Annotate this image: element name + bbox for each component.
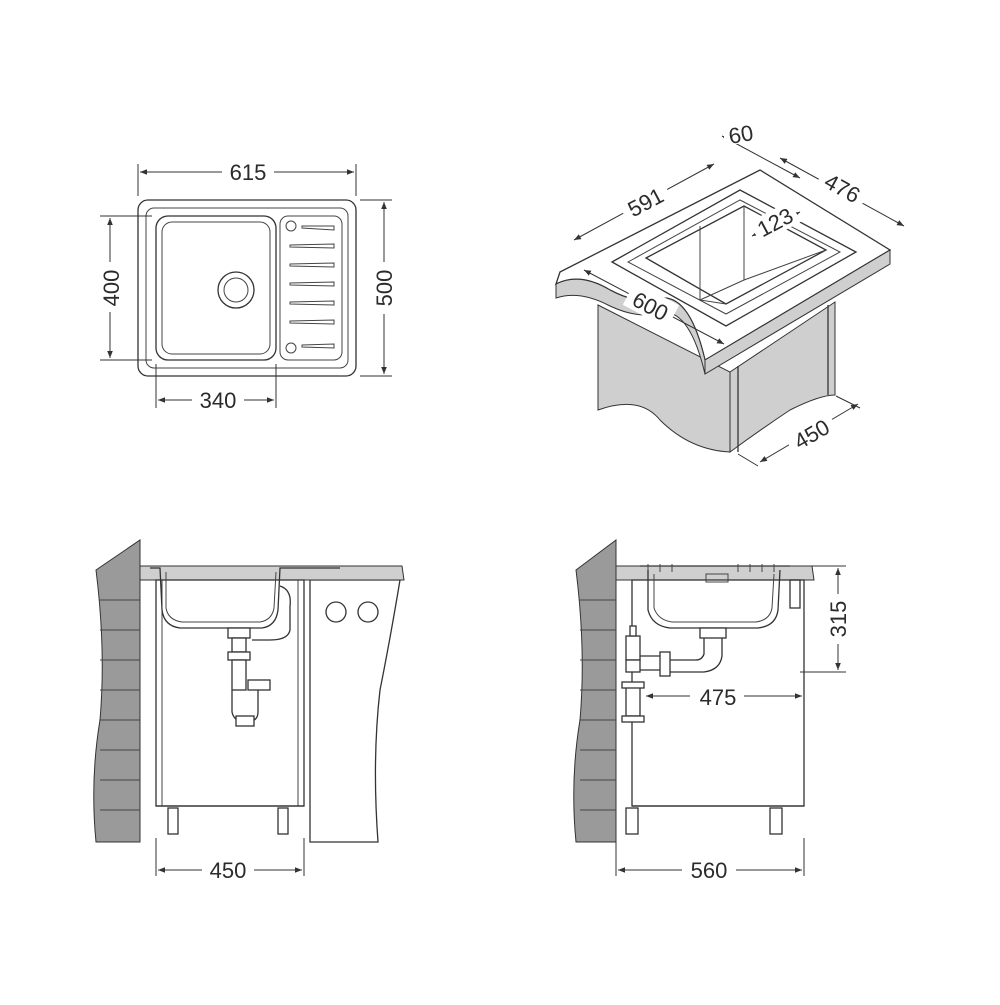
dim-450-front-label: 450	[210, 858, 247, 883]
drain-inner-icon	[223, 277, 249, 303]
isometric-view: 60 476 591 123 600 450	[554, 118, 905, 467]
dim-475-label: 475	[700, 685, 737, 710]
dim-340-label: 340	[200, 388, 237, 413]
leg-right	[277, 807, 289, 835]
socket-icon-2	[357, 601, 379, 623]
front-section-view: 450	[93, 539, 405, 883]
bowl-outline	[155, 215, 277, 361]
dim-615-label: 615	[230, 160, 267, 185]
countertop-side-edge	[704, 249, 891, 375]
dim-400-label: 400	[99, 270, 124, 307]
bowl-section	[150, 567, 340, 629]
wall-left	[93, 539, 141, 843]
overflow-hole-icon	[285, 342, 297, 354]
side-panel	[309, 579, 401, 843]
socket-icon	[325, 601, 347, 623]
drain-icon	[217, 271, 255, 309]
drainboard-grooves	[289, 225, 335, 349]
dim-315-label: 315	[826, 601, 851, 638]
siphon-trap	[227, 627, 271, 727]
top-view: 615 400 500 340	[99, 158, 397, 413]
countertop-side	[615, 565, 815, 581]
sink-rim-grid	[640, 564, 790, 572]
dim-60-label: 60	[727, 120, 755, 149]
tap-hole-icon	[285, 220, 297, 232]
overflow-hose	[252, 585, 291, 641]
sink-outline	[137, 199, 357, 377]
cabinet-front	[155, 579, 305, 807]
side-section-view: 315 475 560	[573, 539, 851, 883]
drainboard	[279, 215, 343, 361]
countertop-front	[139, 565, 405, 581]
sink-inner-rim	[145, 207, 349, 369]
wall-right-view	[573, 539, 617, 843]
leg-left	[167, 807, 179, 835]
leg-back	[625, 807, 639, 835]
dim-560-label: 560	[691, 858, 728, 883]
drain-pipe	[621, 625, 727, 723]
dim-500-label: 500	[372, 270, 397, 307]
bowl-inner	[161, 221, 271, 355]
leg-front	[769, 807, 783, 835]
